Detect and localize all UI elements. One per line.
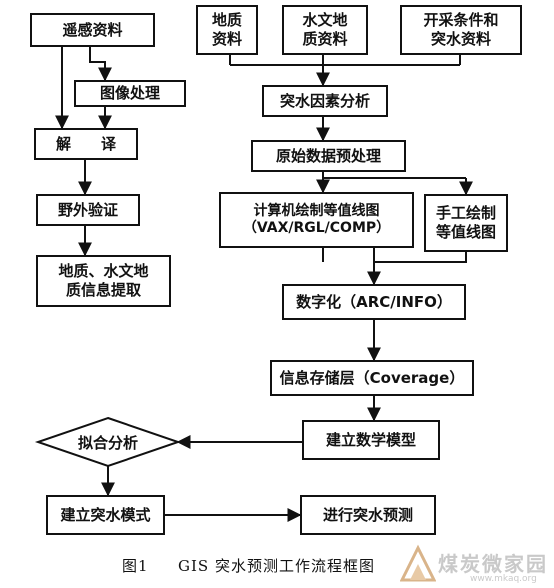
node-geo-info-extraction: 地质、水文地 质信息提取 [36, 255, 171, 307]
node-hydrogeology-data: 水文地 质资料 [282, 5, 368, 55]
node-computer-contour: 计算机绘制等值线图 （VAX/RGL/COMP） [219, 192, 414, 248]
node-inrush-factor-analysis: 突水因素分析 [262, 85, 388, 117]
watermark-text: 煤炭微家园 [438, 552, 548, 576]
caption-title: GIS 突水预测工作流程框图 [178, 557, 375, 575]
watermark-url: www.mkaq.org [470, 574, 537, 584]
node-field-verification: 野外验证 [36, 194, 140, 226]
node-fitting-analysis-label: 拟合分析 [77, 434, 138, 452]
node-image-processing: 图像处理 [74, 80, 186, 107]
node-build-inrush-mode: 建立突水模式 [46, 495, 165, 535]
mountain-logo-icon [400, 544, 436, 582]
line-manual-down [374, 252, 467, 263]
watermark-logo: 煤炭微家园 www.mkaq.org [400, 540, 550, 586]
node-digitization: 数字化（ARC/INFO） [282, 284, 466, 320]
node-raw-data-preprocessing: 原始数据预处理 [251, 140, 406, 172]
fitting-diamond-shape [34, 416, 182, 468]
node-remote-sensing-data: 遥感资料 [30, 13, 155, 47]
node-inrush-prediction: 进行突水预测 [300, 495, 436, 535]
arrow-remote-to-image [89, 47, 112, 82]
node-info-storage-layer: 信息存储层（Coverage） [270, 360, 474, 396]
node-geology-data: 地质 资料 [196, 5, 258, 55]
caption-number: 图1 [122, 557, 149, 575]
node-build-math-model: 建立数学模型 [302, 420, 440, 460]
node-interpretation: 解 译 [34, 128, 138, 160]
node-mining-inrush-data: 开采条件和 突水资料 [400, 5, 522, 55]
node-manual-contour: 手工绘制 等值线图 [424, 194, 508, 252]
